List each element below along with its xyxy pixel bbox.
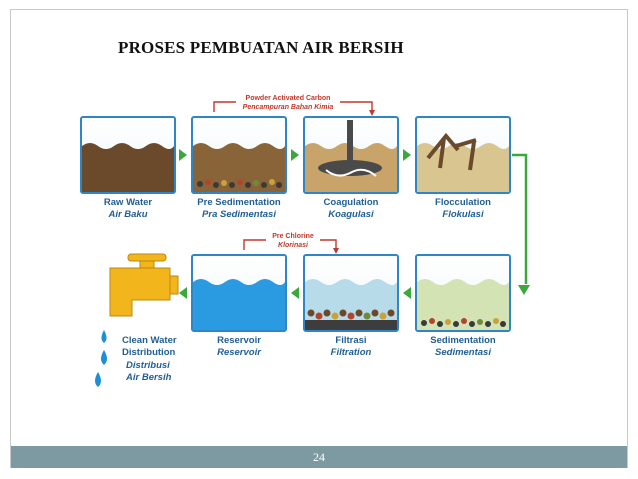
stage-sedimentation-label: Sedimentation [430, 335, 496, 346]
distribution-label-line2: Distribution [122, 347, 175, 358]
carbon-label: Powder Activated Carbon [246, 95, 331, 102]
chlorine-label: Pre Chlorine [272, 233, 314, 240]
footer-bar: 24 [11, 446, 627, 468]
stage-raw-water-label-id: Air Baku [107, 209, 147, 220]
stage-raw-water-label: Raw Water [104, 197, 153, 208]
flocculation-tank [415, 116, 511, 194]
carbon-label-id: Pencampuran Bahan Kimia [243, 104, 334, 111]
reservoir-tank [191, 254, 287, 332]
distribution-label-line1: Clean Water [122, 335, 177, 346]
flow-arrows [179, 149, 530, 299]
page-number: 24 [313, 450, 325, 464]
chlorine-label-id: Klorinasi [278, 242, 309, 249]
coagulation-tank [303, 116, 399, 194]
filtration-tank [303, 254, 399, 332]
stage-reservoir-label-id: Reservoir [217, 347, 262, 358]
chlorine-dosing-arrow [243, 239, 337, 250]
distribution-label-id-line1: Distribusi [126, 360, 170, 371]
tap-icon [109, 253, 179, 317]
stage-filtration-label-id: Filtration [331, 347, 372, 358]
stage-filtration-label: Filtrasi [335, 335, 366, 346]
stage-pre-sedimentation-label: Pre Sedimentation [197, 197, 281, 208]
distribution-label-id-line2: Air Bersih [125, 372, 172, 383]
carbon-dosing-arrow [213, 101, 373, 112]
sedimentation-tank [415, 254, 511, 332]
stage-coagulation-label-id: Koagulasi [328, 209, 374, 220]
flow-connector [512, 153, 528, 284]
stage-flocculation-label-id: Flokulasi [442, 209, 484, 220]
slide-title: PROSES PEMBUATAN AIR BERSIH [118, 38, 404, 57]
water-droplet-icon [95, 330, 107, 387]
stage-coagulation-label: Coagulation [324, 197, 379, 208]
stage-flocculation-label: Flocculation [435, 197, 491, 208]
stage-pre-sedimentation-label-id: Pra Sedimentasi [202, 209, 276, 220]
raw-water-tank [80, 116, 176, 194]
pre-sedimentation-tank [191, 116, 287, 194]
stage-reservoir-label: Reservoir [217, 335, 261, 346]
stage-sedimentation-label-id: Sedimentasi [435, 347, 491, 358]
